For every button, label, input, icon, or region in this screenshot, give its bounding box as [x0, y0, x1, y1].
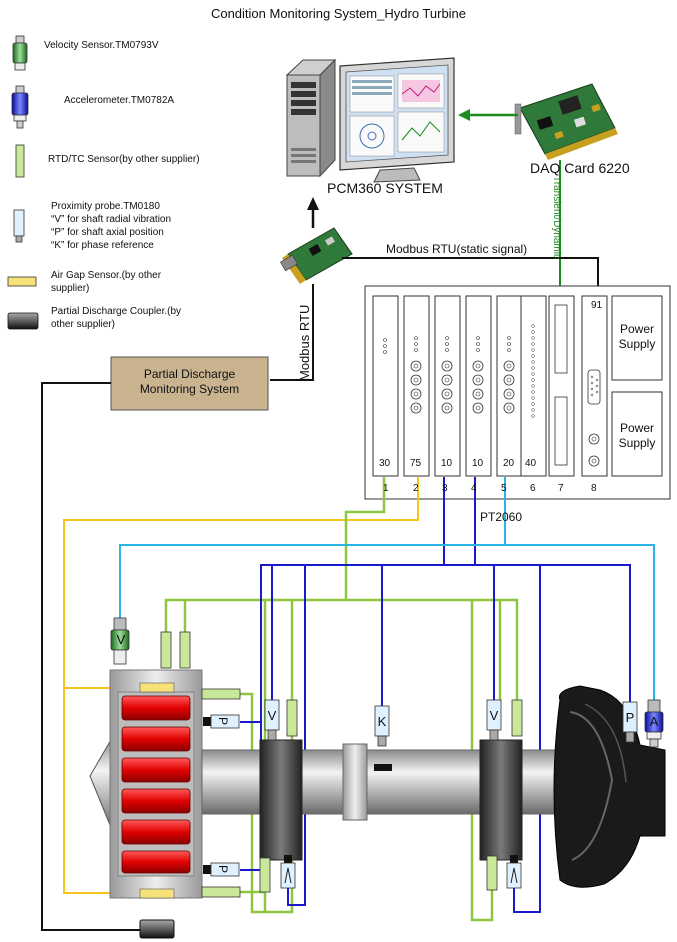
turbine-runner: [553, 685, 666, 888]
legend-rtd-sensor-icon: [15, 144, 25, 178]
daq-card-icon: [514, 83, 618, 160]
pt2060-label: PT2060: [480, 510, 523, 524]
legend-air-gap-sensor-icon: [7, 276, 37, 287]
phase-reference-probe-icon: [374, 705, 390, 747]
modbus-to-pcm-arrow: [307, 197, 319, 228]
accelerometer-icon: [644, 699, 664, 748]
legend-proximity-label: Proximity probe.TM0180: [51, 201, 160, 212]
daq-card-label: DAQ Card 6220: [530, 160, 630, 176]
power-supply-2-label: Power Supply: [612, 421, 662, 451]
daq-to-pcm-arrow: [458, 109, 518, 121]
pd-system-line-2: Monitoring System: [139, 382, 240, 396]
generator-rotor: [89, 669, 203, 899]
legend-proximity-p-line: “P” for shaft axial position: [51, 227, 164, 238]
pd-monitoring-system-box: [110, 356, 269, 411]
slot-3-code: 10: [441, 458, 453, 469]
legend-accelerometer-icon: [11, 85, 29, 129]
pd-system-label: Partial Discharge Monitoring System: [111, 367, 268, 397]
generator-probe-top-icon: [203, 714, 240, 729]
legend-proximity-probe-icon: [13, 209, 25, 243]
shaft-coupling: [342, 743, 368, 821]
rack-slots: [372, 295, 663, 477]
velocity-sensor-icon: [110, 617, 130, 665]
slot-8-top-label: 91: [591, 300, 603, 311]
legend-velocity-label: Velocity Sensor.TM0793V: [44, 40, 159, 51]
slot-3-number: 3: [442, 483, 448, 494]
proximity-wiring: [240, 477, 631, 913]
slot-6-number: 6: [530, 483, 536, 494]
pd-coupler-line: [41, 382, 140, 931]
generator-probe-top-letter: P: [216, 716, 231, 726]
modbus-card-icon: [280, 227, 353, 284]
legend-proximity-v-line: “V” for shaft radial vibration: [51, 214, 172, 225]
pcm360-computer-icon: [285, 57, 455, 183]
slot-1-code: 30: [379, 458, 391, 469]
diagram-title: Condition Monitoring System_Hydro Turbin…: [210, 6, 467, 21]
generator-probe-bottom-letter: P: [216, 864, 231, 874]
radial-probe-right-top-icon: [486, 699, 502, 741]
axial-position-probe-icon: [622, 701, 638, 743]
modbus-rtu-label: Modbus RTU: [297, 304, 312, 381]
bearing-right: [479, 739, 523, 861]
slot-5-code: 20: [503, 458, 515, 469]
slot-7-number: 7: [558, 483, 564, 494]
slot-4-number: 4: [471, 483, 477, 494]
radial-probe-left-bottom-icon: [280, 855, 296, 889]
slot-8-number: 8: [591, 483, 597, 494]
legend-rtd-label: RTD/TC Sensor(by other supplier): [48, 154, 200, 165]
bearing-left: [259, 739, 303, 861]
radial-probe-right-bottom-icon: [506, 855, 522, 889]
legend-partial-discharge-coupler-icon: [7, 312, 39, 330]
legend-coupler-label-2: other supplier): [51, 319, 115, 330]
velocity-sensor-letter: V: [116, 632, 126, 647]
transient-dynamic-label: Transient/Dynamic: [551, 176, 562, 259]
legend-coupler-label: Partial Discharge Coupler.(by: [51, 306, 182, 317]
axial-probe-letter: P: [625, 710, 635, 725]
partial-discharge-coupler-icon: [139, 919, 175, 939]
legend-proximity-k-line: “K” for phase reference: [51, 240, 154, 251]
slot-1-number: 1: [383, 483, 389, 494]
generator-probe-bottom-icon: [203, 862, 240, 877]
radial-probe-right-letter: V: [489, 708, 499, 723]
pcm360-label: PCM360 SYSTEM: [327, 180, 443, 196]
power-supply-1-label: Power Supply: [612, 322, 662, 352]
legend-velocity-sensor-icon: [12, 35, 28, 71]
slot-6-code: 40: [525, 458, 537, 469]
legend-accelerometer-label: Accelerometer.TM0782A: [64, 95, 175, 106]
radial-probe-left-top-icon: [264, 699, 280, 741]
modbus-rtu-line: [270, 284, 314, 381]
legend-air-gap-label-2: supplier): [51, 283, 90, 294]
accelerometer-letter: A: [649, 714, 659, 729]
slot-2-code: 75: [410, 458, 422, 469]
vibration-sensor-wiring: [119, 477, 655, 700]
phase-reference-keyway: [374, 764, 392, 771]
pd-system-line-1: Partial Discharge: [143, 367, 236, 381]
power-supply-1-line-2: Supply: [618, 337, 656, 351]
power-supply-2-line-1: Power: [619, 421, 654, 435]
power-supply-2-line-2: Supply: [618, 436, 656, 450]
phase-probe-letter: K: [377, 714, 387, 729]
radial-probe-left-letter: V: [267, 708, 277, 723]
slot-5-number: 5: [501, 483, 507, 494]
rtd-sensors: [160, 631, 523, 898]
modbus-static-label: Modbus RTU(static signal): [386, 242, 528, 256]
power-supply-1-line-1: Power: [619, 322, 654, 336]
slot-2-number: 2: [413, 483, 419, 494]
legend-air-gap-label: Air Gap Sensor.(by other: [51, 270, 162, 281]
slot-4-code: 10: [472, 458, 484, 469]
